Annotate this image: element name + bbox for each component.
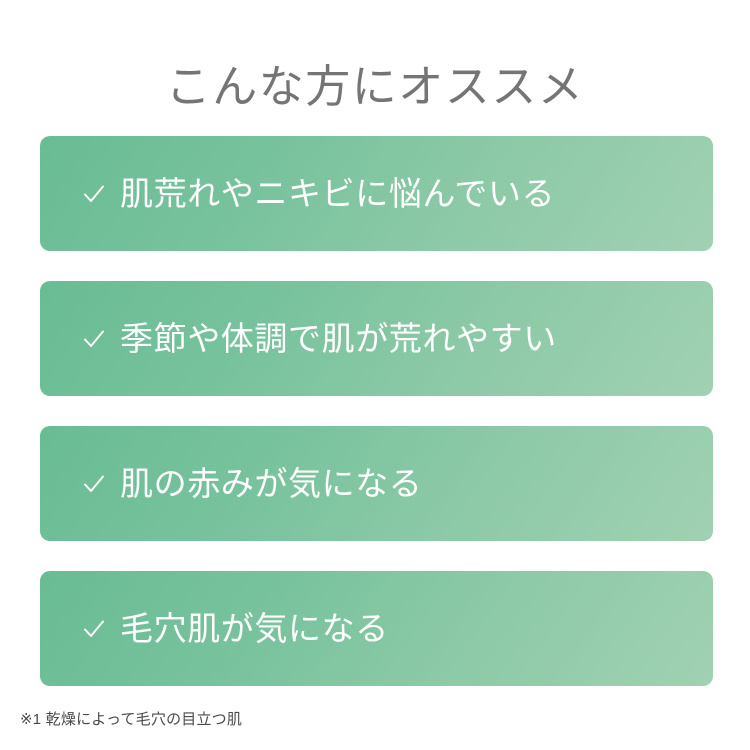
benefit-card-label: 毛穴肌が気になる xyxy=(120,609,389,647)
benefit-card: 肌荒れやニキビに悩んでいる xyxy=(40,136,713,251)
benefit-card: 毛穴肌が気になる xyxy=(40,571,713,686)
benefit-card-list: 肌荒れやニキビに悩んでいる 季節や体調で肌が荒れやすい 肌の赤みが気になる xyxy=(40,136,713,686)
check-icon xyxy=(82,472,106,496)
benefit-card-label: 肌荒れやニキビに悩んでいる xyxy=(120,174,556,212)
footnote: ※1 乾燥によって毛穴の目立つ肌 xyxy=(20,711,243,728)
benefit-card: 季節や体調で肌が荒れやすい xyxy=(40,281,713,396)
benefit-card-label: 肌の赤みが気になる xyxy=(120,464,423,502)
check-icon xyxy=(82,182,106,206)
benefit-card: 肌の赤みが気になる xyxy=(40,426,713,541)
benefit-card-label: 季節や体調で肌が荒れやすい xyxy=(120,319,557,357)
check-icon xyxy=(82,617,106,641)
page-title: こんな方にオススメ xyxy=(165,61,585,113)
check-icon xyxy=(82,327,106,351)
